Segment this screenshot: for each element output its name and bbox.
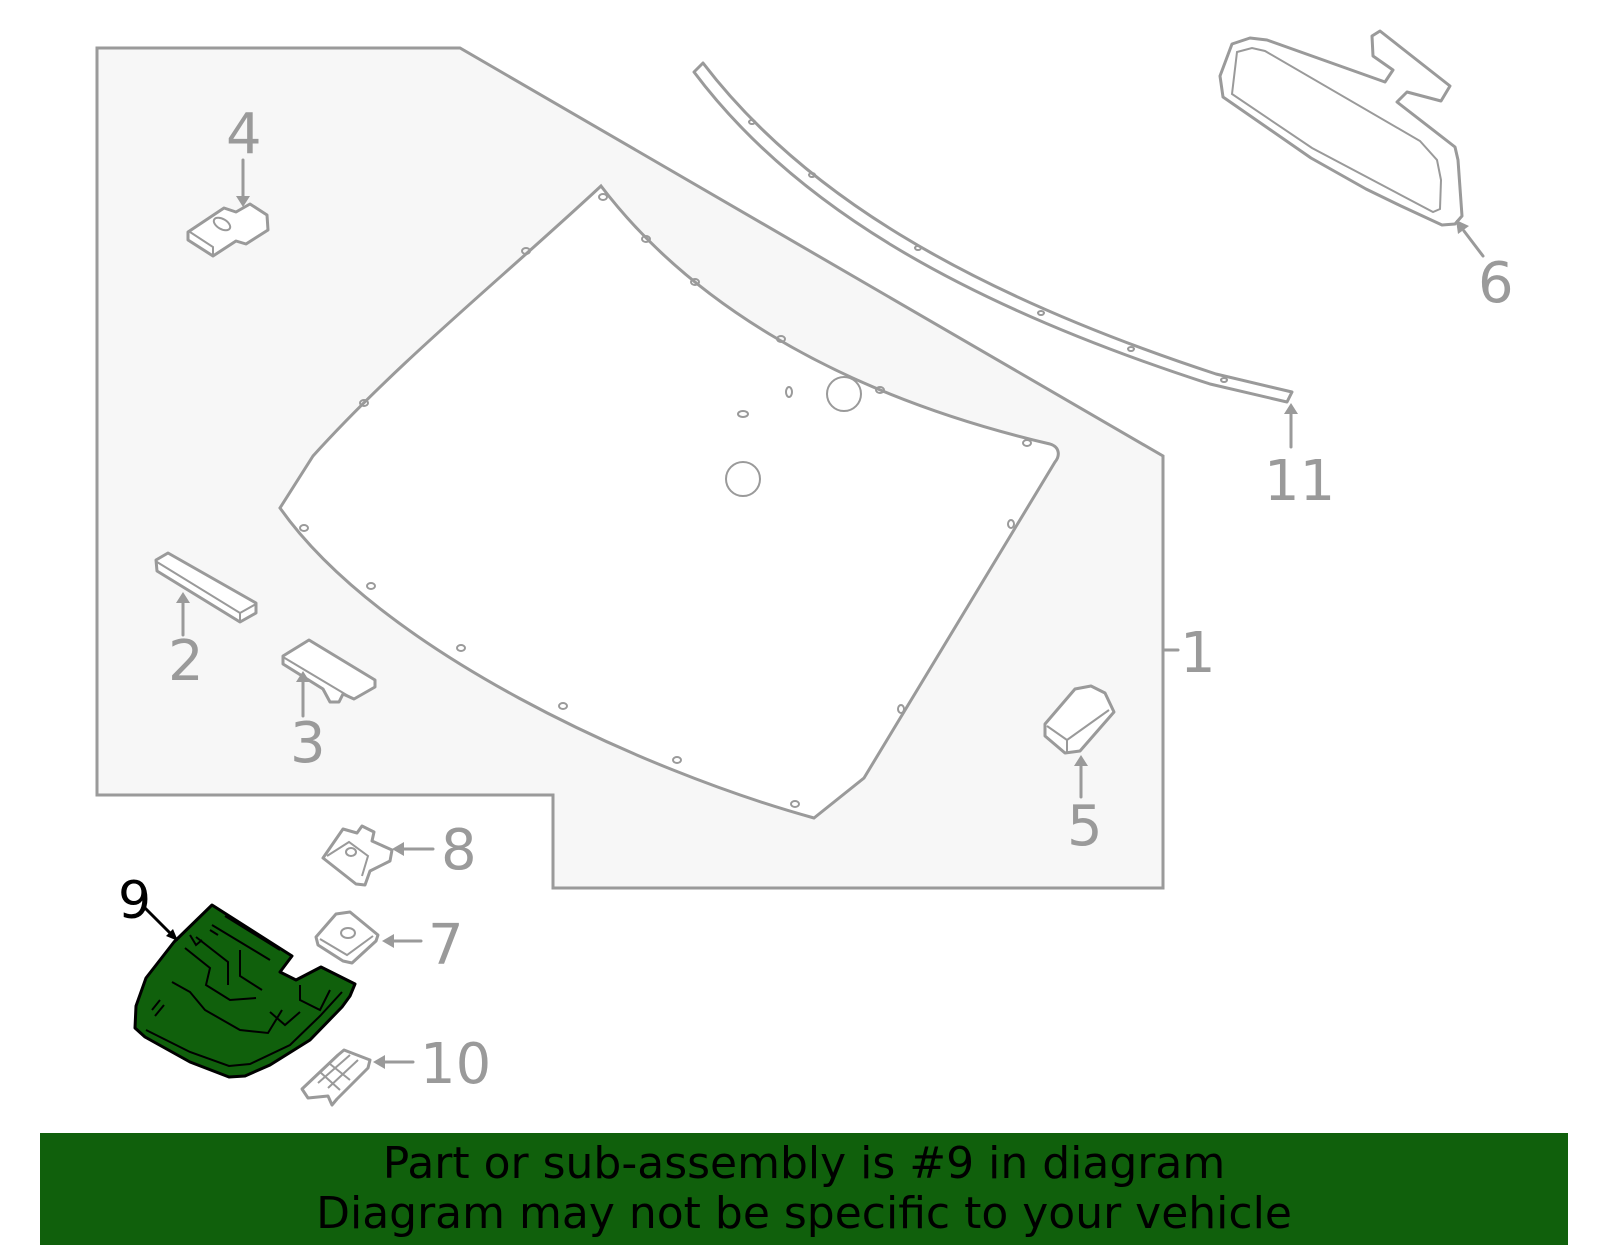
part-3-cover[interactable]	[281, 638, 377, 718]
banner-line-1: Part or sub-assembly is #9 in diagram	[382, 1138, 1226, 1189]
part-6-mirror[interactable]	[1218, 29, 1485, 258]
callout-10: 10	[420, 1032, 491, 1097]
callout-3: 3	[290, 711, 326, 776]
part-10-clip[interactable]	[300, 1048, 415, 1107]
callout-5: 5	[1067, 794, 1103, 859]
callout-6: 6	[1478, 251, 1514, 316]
callout-9: 9	[118, 871, 151, 931]
callout-7: 7	[428, 913, 464, 978]
notice-banner: Part or sub-assembly is #9 in diagram Di…	[40, 1133, 1568, 1245]
part-9-console[interactable]	[133, 903, 357, 1079]
part-11-weatherstrip[interactable]	[692, 61, 1298, 449]
callout-4: 4	[226, 102, 262, 167]
banner-line-2: Diagram may not be specific to your vehi…	[316, 1188, 1292, 1239]
callout-11: 11	[1264, 449, 1335, 514]
part-7-clip[interactable]	[314, 910, 423, 965]
part-1-headliner[interactable]	[95, 46, 1180, 890]
callout-1: 1	[1180, 621, 1216, 686]
callout-2: 2	[168, 629, 204, 694]
part-2-strip[interactable]	[154, 551, 258, 637]
part-4-clip[interactable]	[186, 158, 270, 258]
callout-8: 8	[441, 818, 477, 883]
part-8-bracket[interactable]	[321, 824, 435, 887]
part-5-clip[interactable]	[1043, 684, 1116, 799]
